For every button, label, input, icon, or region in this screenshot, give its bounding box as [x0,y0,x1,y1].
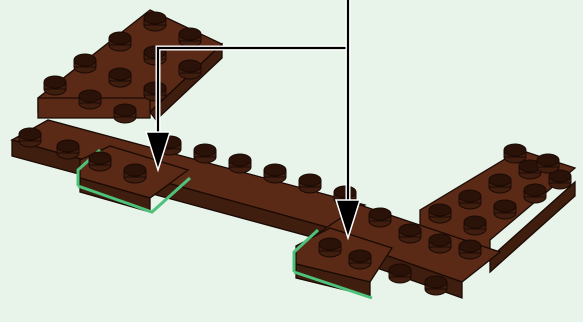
stud [425,276,447,295]
stud [114,104,136,123]
stud [144,82,166,101]
stud [319,238,341,257]
stud [144,12,166,31]
stud [459,240,481,259]
stud [369,208,391,227]
stud [109,32,131,51]
stud [74,54,96,73]
stud [429,204,451,223]
stud [194,144,216,163]
stud [429,234,451,253]
stud [524,184,546,203]
stud [537,154,559,173]
stud [459,190,481,209]
stud [89,152,111,171]
stud [229,154,251,173]
stud [44,76,66,95]
stud [57,140,79,159]
stud [349,250,371,269]
stud [179,60,201,79]
stud [179,28,201,47]
stud [124,164,146,183]
stud [79,90,101,109]
stud [494,200,516,219]
stud [464,216,486,235]
stud [264,164,286,183]
stud [109,68,131,87]
stud [489,174,511,193]
stud [299,174,321,193]
stud [389,264,411,283]
stud [504,144,526,163]
stud [399,224,421,243]
stud [19,128,41,147]
